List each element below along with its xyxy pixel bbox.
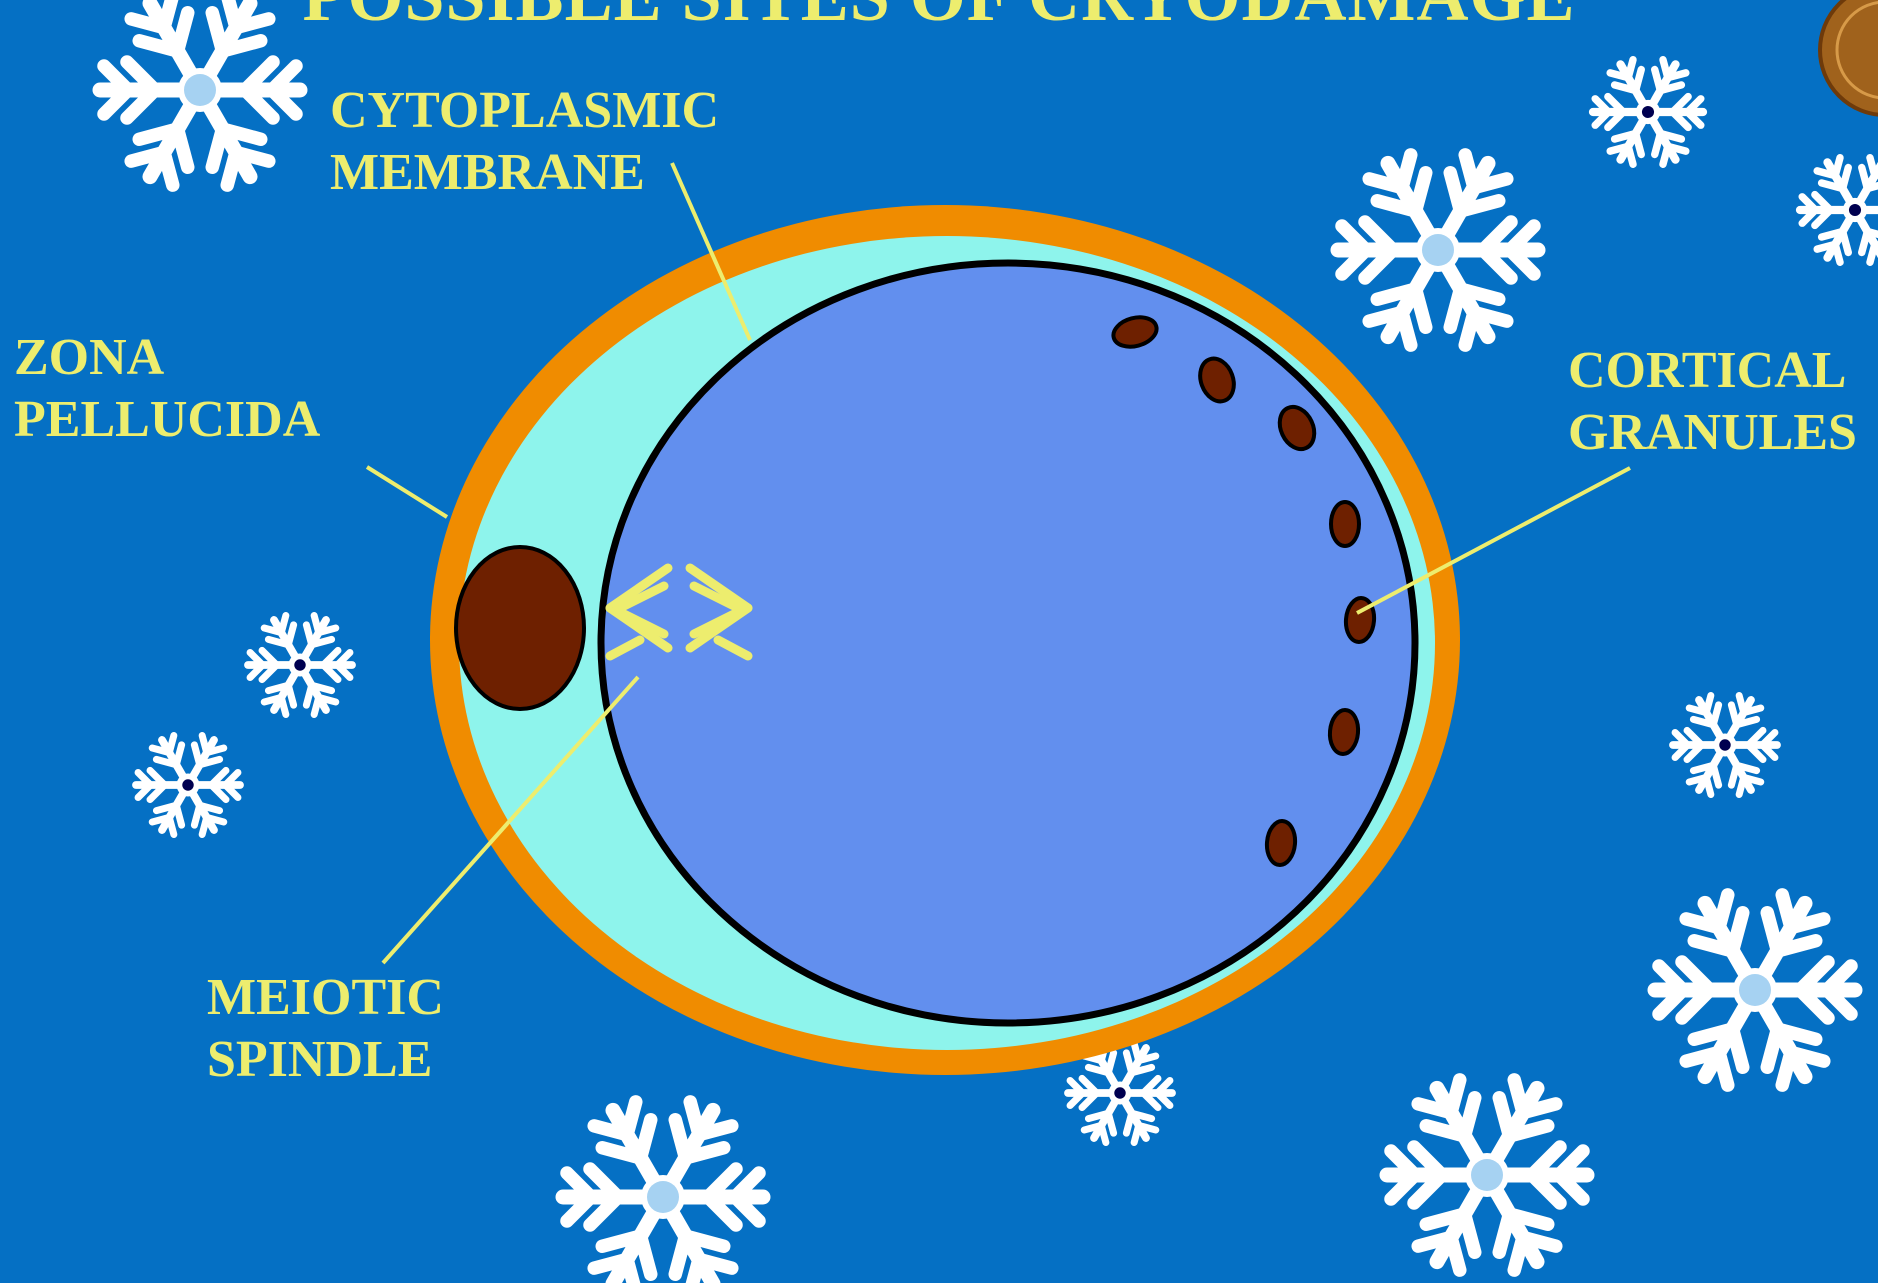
snowflake-center [1422, 234, 1454, 266]
snowflake-icon [248, 613, 352, 718]
snowflake-center [647, 1181, 679, 1213]
snowflake-center [294, 659, 305, 670]
label-line: GRANULES [1568, 402, 1857, 464]
label-line: PELLUCIDA [14, 389, 320, 451]
label-line: SPINDLE [207, 1029, 444, 1091]
snowflake-icon [1800, 155, 1878, 266]
snowflake-icon [563, 1096, 763, 1283]
label-cytoplasmic-membrane: CYTOPLASMIC MEMBRANE [330, 80, 719, 204]
leader-zona-pellucida [367, 467, 447, 517]
snowflake-center [184, 74, 216, 106]
slide-title: POSSIBLE SITES OF CRYODAMAGE [0, 0, 1878, 36]
snowflake-icon [1387, 1074, 1587, 1275]
snowflake-icon [1655, 889, 1855, 1090]
label-line: MEMBRANE [330, 142, 719, 204]
label-cortical-granules: CORTICAL GRANULES [1568, 340, 1857, 464]
snowflake-center [1114, 1087, 1125, 1098]
label-line: CYTOPLASMIC [330, 80, 719, 142]
oocyte [430, 205, 1460, 1075]
snowflake-icon [136, 733, 240, 838]
snowflake-center [1849, 204, 1861, 216]
label-line: CORTICAL [1568, 340, 1857, 402]
label-line: MEIOTIC [207, 967, 444, 1029]
label-zona-pellucida: ZONA PELLUCIDA [14, 327, 320, 451]
polar-body [456, 547, 584, 709]
snowflake-center [1719, 739, 1730, 750]
snowflake-center [1642, 106, 1654, 118]
snowflake-icon [1673, 693, 1777, 798]
snowflake-icon [1593, 57, 1703, 168]
snowflake-center [1471, 1159, 1503, 1191]
snowflake-icon [1338, 149, 1538, 350]
label-meiotic-spindle: MEIOTIC SPINDLE [207, 967, 444, 1091]
snowflake-center [182, 779, 193, 790]
snowflake-center [1739, 974, 1771, 1006]
cortical-granule [1331, 502, 1359, 546]
label-line: ZONA [14, 327, 320, 389]
